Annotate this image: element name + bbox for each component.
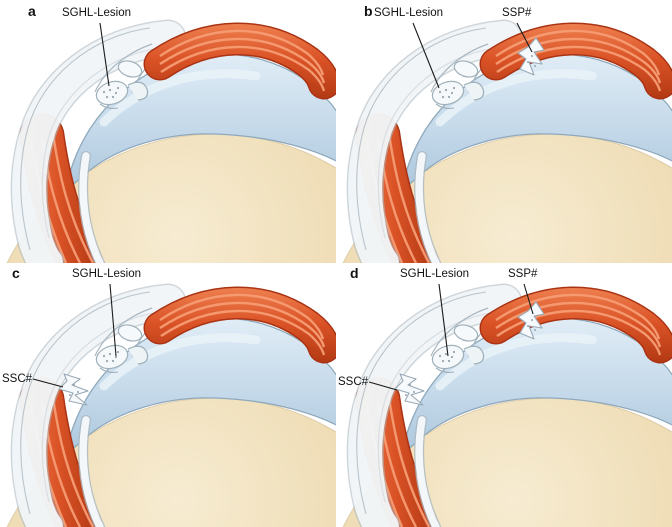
sghl-lesion-label: SGHL-Lesion bbox=[72, 268, 142, 280]
ssp-leader-line bbox=[523, 283, 534, 315]
ssc-leader-line bbox=[32, 378, 64, 388]
sghl-leader-line bbox=[109, 283, 117, 357]
ssc-tear-label: SSC# bbox=[2, 373, 33, 385]
ssc-leader-line bbox=[368, 381, 398, 391]
ssp-tear-label: SSP# bbox=[508, 268, 538, 280]
sghl-lesion-label: SGHL-Lesion bbox=[374, 7, 444, 19]
shoulder-base-art bbox=[336, 292, 672, 527]
panel-d: d SGHL-Lesion SSP# SSC# bbox=[336, 264, 672, 527]
leader-lines bbox=[99, 22, 110, 87]
panel-letter: d bbox=[350, 265, 359, 281]
panel-a: a SGHL-Lesion bbox=[0, 0, 336, 264]
shoulder-illustration bbox=[0, 264, 336, 527]
shoulder-base-art bbox=[336, 28, 672, 263]
leader-lines bbox=[368, 283, 534, 391]
sghl-leader-line bbox=[99, 22, 110, 87]
sghl-leader-line bbox=[438, 283, 449, 357]
shoulder-base-art bbox=[0, 28, 336, 263]
shoulder-illustration bbox=[336, 264, 672, 527]
sghl-lesion-label: SGHL-Lesion bbox=[62, 7, 132, 19]
shoulder-base-art bbox=[0, 292, 336, 527]
panel-letter: b bbox=[364, 3, 373, 19]
panel-c: c SGHL-Lesion SSC# bbox=[0, 264, 336, 527]
ssp-tear-label: SSP# bbox=[502, 7, 532, 19]
shoulder-illustration bbox=[336, 0, 672, 263]
ssc-tear-label: SSC# bbox=[338, 376, 369, 388]
panel-b: b SGHL-Lesion SSP# bbox=[336, 0, 672, 264]
sghl-lesion-label: SGHL-Lesion bbox=[400, 268, 470, 280]
shoulder-illustration bbox=[0, 0, 336, 263]
sghl-leader-line bbox=[412, 22, 440, 89]
panel-letter: a bbox=[28, 3, 36, 19]
ssp-leader-line bbox=[516, 22, 533, 53]
panel-letter: c bbox=[12, 265, 20, 281]
leader-lines bbox=[32, 283, 117, 388]
leader-lines bbox=[412, 22, 533, 89]
